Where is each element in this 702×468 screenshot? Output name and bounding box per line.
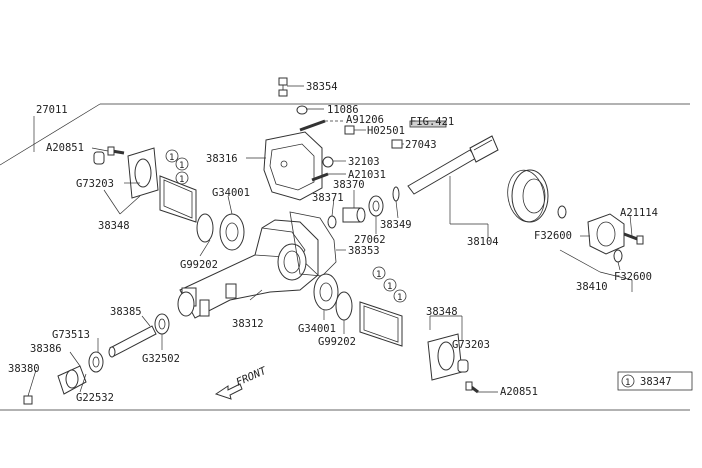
leader-lines (27, 85, 633, 397)
flange-38386 (57, 365, 87, 395)
left-side-stack (93, 147, 245, 251)
label-G34001-bot: G34001 (298, 323, 336, 335)
bearing-27062 (368, 195, 384, 217)
svg-text:1: 1 (169, 153, 174, 163)
label-G22532: G22532 (76, 392, 114, 404)
washer-38371 (327, 215, 337, 229)
front-arrow (214, 383, 243, 400)
label-G99202-top: G99202 (180, 259, 218, 271)
svg-text:1: 1 (376, 270, 381, 280)
label-38348-left: 38348 (98, 220, 130, 232)
label-32103: 32103 (348, 156, 380, 168)
label-G73203-left: G73203 (76, 178, 114, 190)
legend-circle (621, 374, 635, 388)
svg-text:1: 1 (397, 293, 402, 303)
bearing-G73513 (88, 351, 104, 373)
part-labels: 38354 27011 11086 A91206 FIG.421 H02501 … (8, 81, 658, 404)
diff-case-38410 (587, 213, 625, 255)
label-A21114: A21114 (620, 207, 658, 219)
shim-38349 (392, 186, 400, 202)
bolt-A21114 (623, 232, 644, 245)
label-11086: 11086 (327, 104, 359, 116)
sensor-27043 (391, 139, 403, 149)
label-H02501: H02501 (367, 125, 405, 137)
label-38349: 38349 (380, 219, 412, 231)
label-27011: 27011 (36, 104, 68, 116)
right-side-stack (313, 273, 469, 381)
carrier-housing (177, 219, 319, 319)
label-G73203-right: G73203 (452, 339, 490, 351)
front-label: FRONT (234, 365, 268, 389)
frame-left-line (0, 103, 101, 166)
label-38410: 38410 (576, 281, 608, 293)
svg-text:1: 1 (179, 161, 184, 171)
bolt-38354 (278, 77, 288, 97)
bolt-A20851-bottom (465, 381, 479, 394)
label-A20851-bot: A20851 (500, 386, 538, 398)
label-38348-right: 38348 (426, 306, 458, 318)
label-FIG421: FIG.421 (410, 116, 454, 128)
plug-11086 (296, 105, 308, 115)
bolt-A21031 (311, 172, 329, 182)
label-27062: 27062 (354, 234, 386, 246)
label-38371: 38371 (312, 192, 344, 204)
rear-cover-38316 (263, 131, 323, 201)
label-38386: 38386 (30, 343, 62, 355)
ring-gear (507, 169, 549, 223)
svg-text:1: 1 (179, 175, 184, 185)
legend-part: 38347 (640, 376, 672, 388)
legend-num: 1 (625, 378, 630, 388)
label-38353: 38353 (348, 245, 380, 257)
svg-text:1: 1 (387, 282, 392, 292)
label-F32600-a: F32600 (534, 230, 572, 242)
label-A20851-top: A20851 (46, 142, 84, 154)
label-G73513: G73513 (52, 329, 90, 341)
label-38380: 38380 (8, 363, 40, 375)
label-G99202-bot: G99202 (318, 336, 356, 348)
legend-box (617, 371, 693, 391)
label-38316: 38316 (206, 153, 238, 165)
seal-G32502 (154, 313, 170, 335)
fig-ref-box (409, 120, 447, 128)
label-27043: 27043 (405, 139, 437, 151)
label-F32600-b: F32600 (614, 271, 652, 283)
label-G34001-top: G34001 (212, 187, 250, 199)
washer-F32600-bottom (613, 249, 623, 263)
label-38354: 38354 (306, 81, 338, 93)
spacer-38370 (342, 207, 366, 223)
nut-38380 (23, 395, 33, 405)
callout-text: 1 1 1 1 1 1 (169, 153, 402, 303)
shaft-38385 (108, 325, 157, 358)
bolt-A20851-top (107, 146, 125, 156)
label-38370: 38370 (333, 179, 365, 191)
stud-A91206 (299, 119, 326, 132)
callout-markers (165, 149, 407, 303)
label-38104: 38104 (467, 236, 499, 248)
pinion-shaft-38104 (407, 135, 499, 195)
label-A21031: A21031 (348, 169, 386, 181)
label-38385: 38385 (110, 306, 142, 318)
gasket-38353 (289, 211, 337, 277)
nut-H02501 (344, 125, 355, 135)
label-G32502: G32502 (142, 353, 180, 365)
gear-32103 (322, 156, 334, 168)
label-A91206: A91206 (346, 114, 384, 126)
washer-F32600-top (557, 205, 567, 219)
label-38312: 38312 (232, 318, 264, 330)
